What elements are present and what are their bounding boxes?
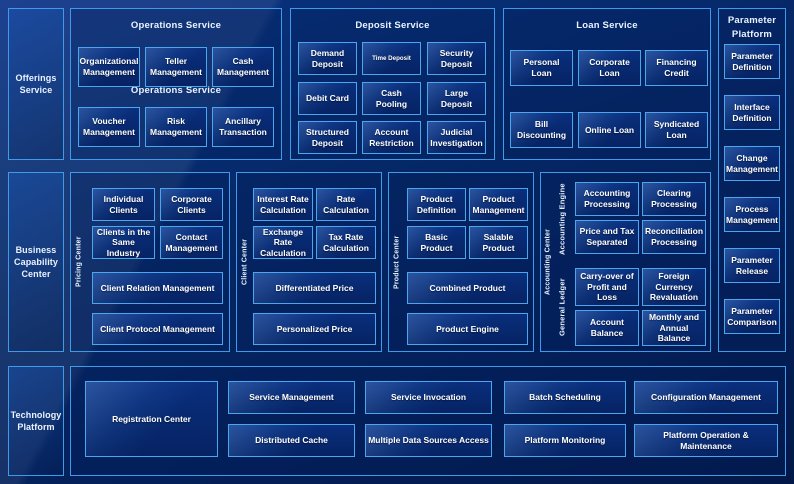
box-cash-pooling[interactable]: Cash Pooling: [362, 82, 421, 115]
group-vlabel-accounting-center: Accounting Center: [544, 229, 552, 296]
group-title-loan-service: Loan Service: [576, 20, 638, 31]
group-vlabel-general-ledger: General Ledger: [557, 278, 567, 336]
box-clients-in-the-same-industry[interactable]: Clients in the Same Industry: [92, 226, 155, 259]
box-rate-calculation[interactable]: Rate Calculation: [316, 188, 376, 221]
box-voucher-management[interactable]: Voucher Management: [78, 107, 140, 147]
box-bill-discounting[interactable]: Bill Discounting: [510, 112, 573, 148]
group-vlabel-accounting-engine: Accounting Engine: [557, 183, 567, 255]
box-salable-product[interactable]: Salable Product: [469, 226, 528, 259]
box-service-management[interactable]: Service Management: [228, 381, 355, 414]
box-judicial-investigation[interactable]: Judicial Investigation: [427, 121, 486, 154]
box-client-protocol-management[interactable]: Client Protocol Management: [92, 313, 223, 345]
box-debit-card[interactable]: Debit Card: [298, 82, 357, 115]
box-parameter-definition[interactable]: Parameter Definition: [724, 44, 780, 79]
box-tax-rate-calculation[interactable]: Tax Rate Calculation: [316, 226, 376, 259]
box-exchange-rate-calculation[interactable]: Exchange Rate Calculation: [253, 226, 313, 259]
box-clearing-processing[interactable]: Clearing Processing: [642, 182, 706, 216]
box-organizational-management[interactable]: Organizational Management: [78, 47, 140, 87]
box-ancillary-transaction[interactable]: Ancillary Transaction: [212, 107, 274, 147]
group-vlabel-product-center: Product Center: [393, 235, 401, 289]
box-carry-over-of-profit-and-loss[interactable]: Carry-over of Profit and Loss: [575, 268, 639, 306]
box-account-balance[interactable]: Account Balance: [575, 310, 639, 346]
box-time-deposit[interactable]: Time Deposit: [362, 42, 421, 75]
box-batch-scheduling[interactable]: Batch Scheduling: [504, 381, 626, 414]
box-configuration-management[interactable]: Configuration Management: [634, 381, 778, 414]
group-subtitle-operations-service: Operations Service: [130, 85, 222, 96]
box-process-management[interactable]: Process Management: [724, 197, 780, 232]
group-title-parameter-platform: Parameter Platform: [718, 14, 786, 43]
box-platform-monitoring[interactable]: Platform Monitoring: [504, 424, 626, 457]
parameter-platform-title-line2: Platform: [731, 29, 773, 41]
row-label-offerings-service: Offerings Service: [8, 8, 64, 160]
box-multiple-data-sources-access[interactable]: Multiple Data Sources Access: [365, 424, 492, 457]
box-contact-management[interactable]: Contact Management: [160, 226, 223, 259]
box-foreign-currency-revaluation[interactable]: Foreign Currency Revaluation: [642, 268, 706, 306]
box-financing-credit[interactable]: Financing Credit: [645, 50, 708, 86]
box-structured-deposit[interactable]: Structured Deposit: [298, 121, 357, 154]
row-label-business-capability-center-text: Business Capability Center: [13, 244, 58, 280]
box-combined-product[interactable]: Combined Product: [407, 272, 528, 304]
box-individual-clients[interactable]: Individual Clients: [92, 188, 155, 221]
box-demand-deposit[interactable]: Demand Deposit: [298, 42, 357, 75]
group-title-deposit-service: Deposit Service: [355, 20, 430, 31]
box-syndicated-loan[interactable]: Syndicated Loan: [645, 112, 708, 148]
box-registration-center[interactable]: Registration Center: [85, 381, 218, 457]
box-online-loan[interactable]: Online Loan: [578, 112, 641, 148]
group-vlabel-pricing-center: Pricing Center: [75, 236, 83, 288]
box-account-restriction[interactable]: Account Restriction: [362, 121, 421, 154]
box-product-definition[interactable]: Product Definition: [407, 188, 466, 221]
box-price-and-tax-separated[interactable]: Price and Tax Separated: [575, 220, 639, 254]
box-parameter-release[interactable]: Parameter Release: [724, 248, 780, 283]
box-accounting-processing[interactable]: Accounting Processing: [575, 182, 639, 216]
row-label-technology-platform-text: Technology Platform: [10, 409, 62, 432]
box-basic-product[interactable]: Basic Product: [407, 226, 466, 259]
box-monthly-and-annual-balance[interactable]: Monthly and Annual Balance: [642, 310, 706, 346]
row-label-offerings-service-text: Offerings Service: [15, 72, 57, 95]
box-corporate-clients[interactable]: Corporate Clients: [160, 188, 223, 221]
group-vlabel-client-center: Client Center: [241, 238, 249, 286]
row-label-technology-platform: Technology Platform: [8, 366, 64, 476]
box-product-engine[interactable]: Product Engine: [407, 313, 528, 345]
box-corporate-loan[interactable]: Corporate Loan: [578, 50, 641, 86]
box-parameter-comparison[interactable]: Parameter Comparison: [724, 299, 780, 334]
box-client-relation-management[interactable]: Client Relation Management: [92, 272, 223, 304]
box-change-management[interactable]: Change Management: [724, 146, 780, 181]
parameter-platform-title-line1: Parameter: [727, 15, 777, 26]
box-service-invocation[interactable]: Service Invocation: [365, 381, 492, 414]
group-title-operations-service: Operations Service: [130, 20, 222, 31]
box-interface-definition[interactable]: Interface Definition: [724, 95, 780, 130]
row-label-business-capability-center: Business Capability Center: [8, 172, 64, 352]
box-large-deposit[interactable]: Large Deposit: [427, 82, 486, 115]
box-product-management[interactable]: Product Management: [469, 188, 528, 221]
box-risk-management[interactable]: Risk Management: [145, 107, 207, 147]
box-security-deposit[interactable]: Security Deposit: [427, 42, 486, 75]
box-reconciliation-processing[interactable]: Reconciliation Processing: [642, 220, 706, 254]
box-interest-rate-calculation[interactable]: Interest Rate Calculation: [253, 188, 313, 221]
box-cash-management[interactable]: Cash Management: [212, 47, 274, 87]
box-personal-loan[interactable]: Personal Loan: [510, 50, 573, 86]
box-distributed-cache[interactable]: Distributed Cache: [228, 424, 355, 457]
box-platform-operation-and-maintenance[interactable]: Platform Operation & Maintenance: [634, 424, 778, 457]
box-teller-management[interactable]: Teller Management: [145, 47, 207, 87]
box-differentiated-price[interactable]: Differentiated Price: [253, 272, 376, 304]
box-personalized-price[interactable]: Personalized Price: [253, 313, 376, 345]
